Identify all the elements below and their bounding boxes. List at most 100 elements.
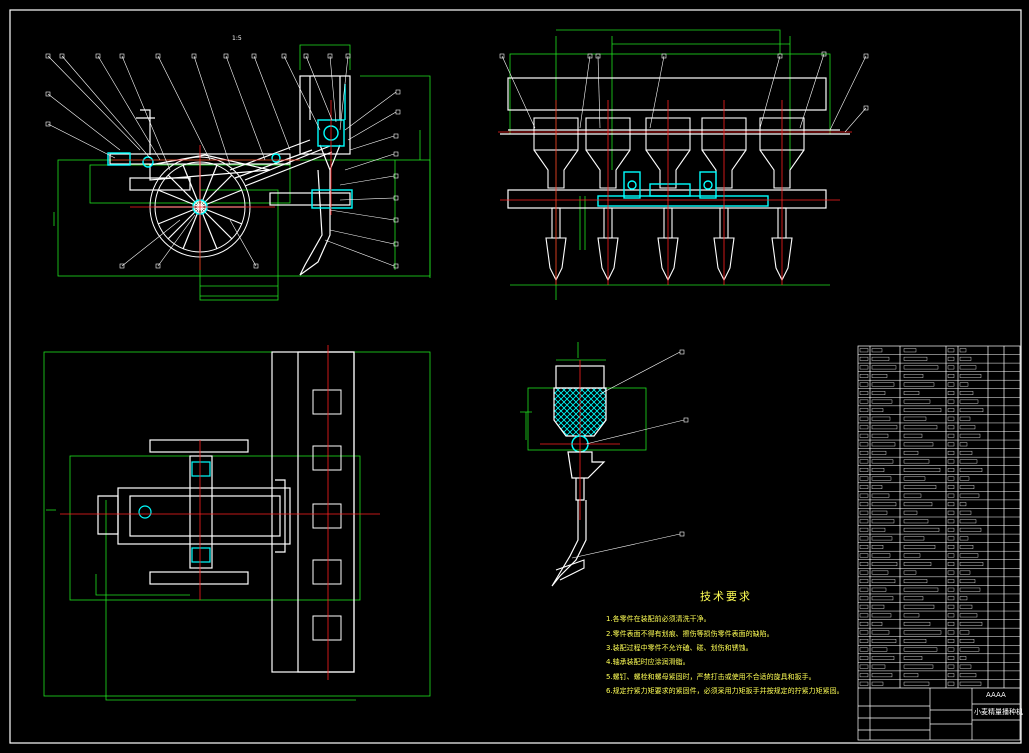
parts-row-glyph bbox=[947, 485, 955, 489]
parts-row-glyph bbox=[959, 656, 967, 660]
parts-row-glyph bbox=[947, 656, 955, 660]
parts-row-glyph bbox=[959, 450, 973, 455]
parts-row-glyph bbox=[871, 630, 890, 635]
parts-row-glyph bbox=[859, 442, 869, 447]
parts-row-glyph bbox=[859, 416, 869, 421]
parts-row-glyph bbox=[871, 476, 892, 481]
parts-row-glyph bbox=[859, 408, 869, 413]
parts-row-glyph bbox=[871, 391, 886, 395]
parts-row-glyph bbox=[859, 391, 869, 395]
parts-row-glyph bbox=[903, 587, 939, 592]
parts-row-glyph bbox=[903, 374, 924, 378]
parts-row-glyph bbox=[859, 587, 869, 592]
parts-row-glyph bbox=[859, 664, 869, 669]
parts-row-glyph bbox=[859, 382, 869, 387]
parts-row-glyph bbox=[871, 639, 897, 643]
parts-row-glyph bbox=[903, 562, 932, 566]
parts-row-glyph bbox=[871, 579, 896, 584]
parts-row-glyph bbox=[859, 459, 869, 464]
parts-row-glyph bbox=[959, 664, 972, 669]
parts-row-glyph bbox=[959, 545, 974, 549]
parts-row-glyph bbox=[959, 485, 975, 489]
parts-row-glyph bbox=[859, 630, 869, 635]
parts-row-glyph bbox=[871, 399, 893, 404]
parts-row-glyph bbox=[871, 468, 885, 472]
parts-row-glyph bbox=[947, 510, 955, 515]
parts-row-glyph bbox=[859, 681, 869, 686]
parts-row-glyph bbox=[859, 468, 869, 472]
parts-row-glyph bbox=[903, 545, 936, 549]
parts-row-glyph bbox=[903, 425, 938, 430]
parts-row-glyph bbox=[947, 476, 955, 481]
parts-row-glyph bbox=[959, 425, 976, 430]
parts-row-glyph bbox=[947, 416, 955, 421]
parts-row-glyph bbox=[959, 587, 981, 592]
parts-row-glyph bbox=[947, 348, 955, 353]
parts-row-glyph bbox=[947, 673, 955, 678]
parts-row-glyph bbox=[903, 596, 924, 601]
parts-row-glyph bbox=[871, 621, 883, 626]
parts-row-glyph bbox=[947, 391, 955, 395]
parts-row-glyph bbox=[959, 639, 975, 643]
detail-view bbox=[520, 342, 689, 587]
parts-row-glyph bbox=[871, 356, 890, 361]
tech-heading: 技术要求 bbox=[700, 590, 752, 603]
parts-row-glyph bbox=[871, 587, 887, 592]
parts-row-glyph bbox=[959, 553, 979, 558]
parts-row-glyph bbox=[871, 365, 897, 370]
parts-row-glyph bbox=[859, 604, 869, 609]
parts-row-glyph bbox=[947, 639, 955, 643]
parts-row-glyph bbox=[959, 681, 982, 686]
parts-row-glyph bbox=[959, 647, 980, 652]
parts-row-glyph bbox=[947, 604, 955, 609]
parts-row-glyph bbox=[903, 673, 919, 678]
parts-row-glyph bbox=[903, 485, 937, 489]
parts-row-glyph bbox=[903, 639, 927, 643]
parts-row-glyph bbox=[871, 604, 885, 609]
parts-row-glyph bbox=[959, 382, 969, 387]
parts-row-glyph bbox=[903, 450, 919, 455]
parts-row-glyph bbox=[859, 510, 869, 515]
parts-row-glyph bbox=[871, 374, 888, 378]
parts-row-glyph bbox=[871, 459, 894, 464]
parts-row-glyph bbox=[859, 545, 869, 549]
parts-row-glyph bbox=[903, 382, 935, 387]
parts-row-glyph bbox=[903, 656, 923, 660]
parts-row-glyph bbox=[859, 536, 869, 541]
parts-row-glyph bbox=[859, 562, 869, 566]
parts-row-glyph bbox=[959, 621, 983, 626]
parts-row-glyph bbox=[903, 356, 928, 361]
parts-row-glyph bbox=[903, 510, 918, 515]
parts-row-glyph bbox=[903, 476, 926, 481]
parts-row-glyph bbox=[859, 519, 869, 524]
seeding-units bbox=[533, 117, 805, 282]
parts-row-glyph bbox=[859, 673, 869, 678]
parts-row-glyph bbox=[947, 459, 955, 464]
parts-row-glyph bbox=[959, 391, 974, 395]
parts-rows bbox=[858, 348, 1020, 686]
parts-row-glyph bbox=[871, 562, 898, 566]
parts-row-glyph bbox=[959, 416, 971, 421]
parts-row-glyph bbox=[947, 681, 955, 686]
parts-row-glyph bbox=[947, 468, 955, 472]
parts-row-glyph bbox=[859, 485, 869, 489]
parts-row-glyph bbox=[959, 502, 967, 507]
parts-row-glyph bbox=[959, 604, 973, 609]
parts-row-glyph bbox=[947, 630, 955, 635]
parts-row-glyph bbox=[871, 433, 889, 438]
parts-row-glyph bbox=[959, 374, 982, 378]
parts-row-glyph bbox=[959, 596, 968, 601]
parts-row-glyph bbox=[959, 476, 970, 481]
parts-row-glyph bbox=[903, 468, 941, 472]
parts-row-glyph bbox=[859, 579, 869, 584]
parts-row-glyph bbox=[947, 356, 955, 361]
parts-row-glyph bbox=[959, 519, 977, 524]
parts-row-glyph bbox=[903, 416, 927, 421]
parts-row-glyph bbox=[871, 664, 886, 669]
parts-row-glyph bbox=[859, 553, 869, 558]
parts-row-glyph bbox=[947, 587, 955, 592]
parts-row-glyph bbox=[859, 596, 869, 601]
parts-row-glyph bbox=[959, 613, 978, 618]
parts-row-glyph bbox=[903, 399, 931, 404]
parts-row-glyph bbox=[903, 579, 928, 584]
